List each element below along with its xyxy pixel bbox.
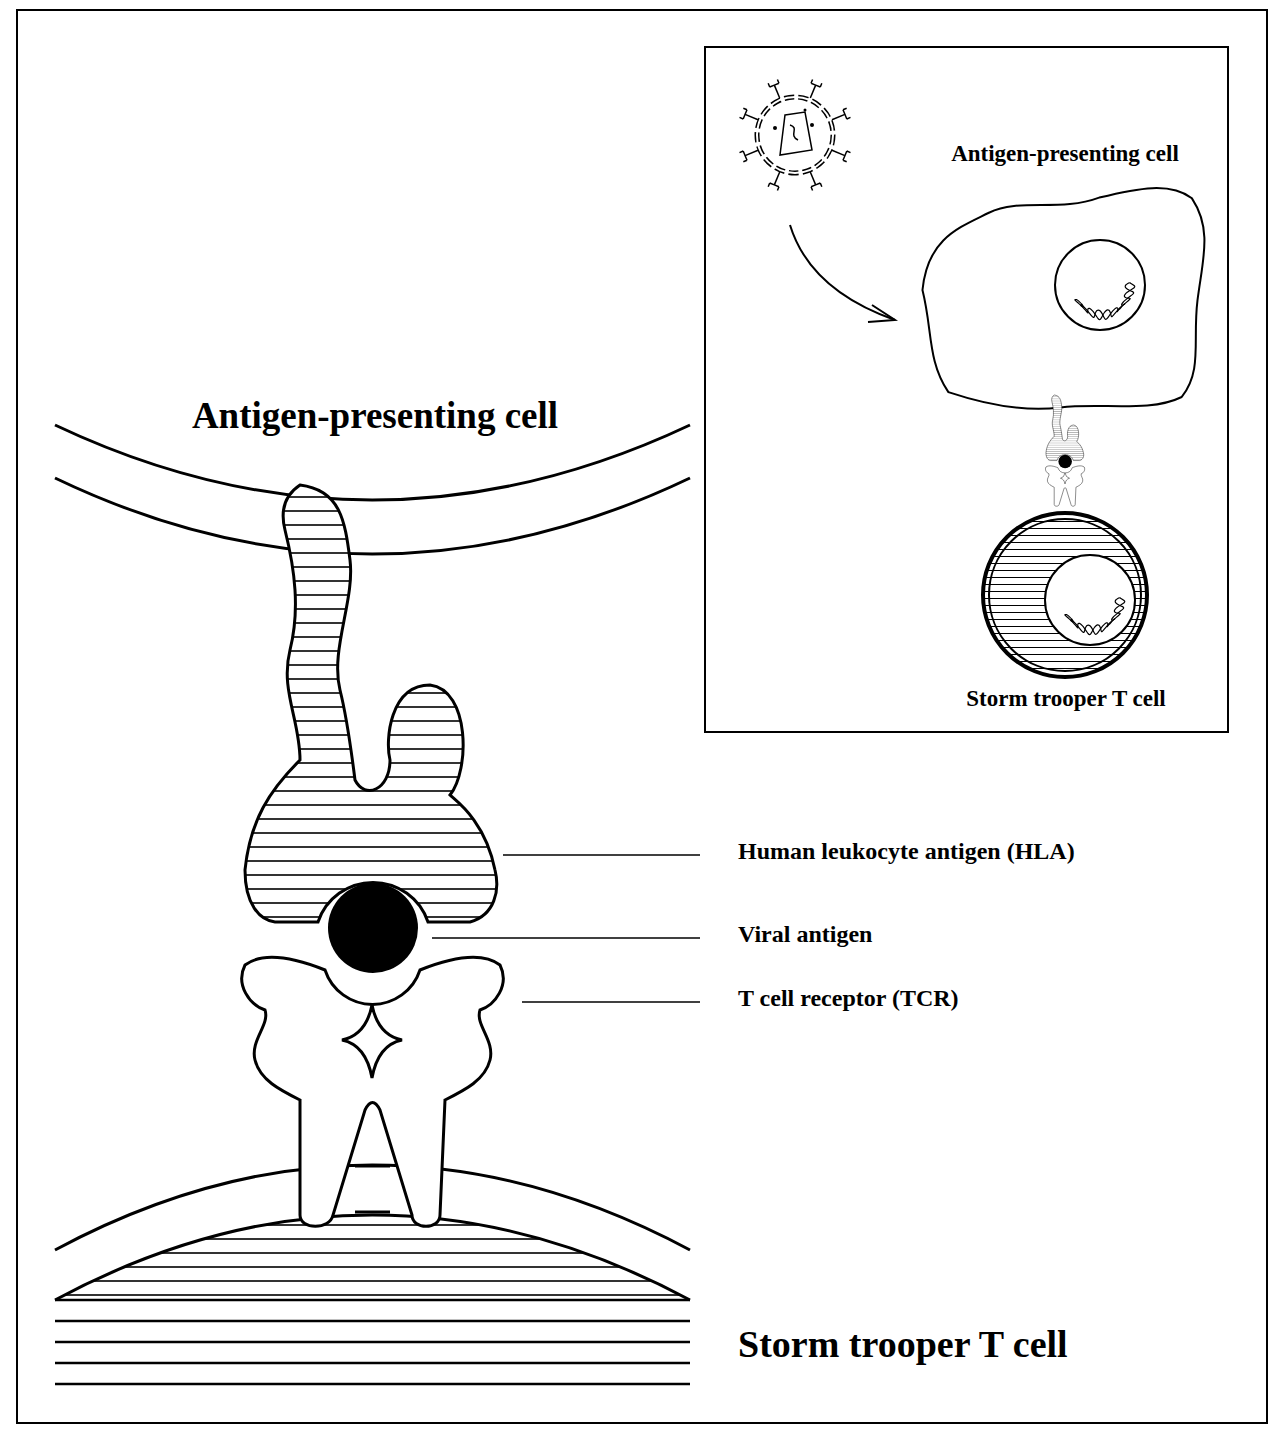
leader-lines <box>432 855 700 1002</box>
inset-frame <box>705 47 1228 732</box>
spike <box>774 172 779 185</box>
spike-head <box>740 108 748 119</box>
cell-label: Storm trooper T cell <box>738 1324 1068 1366</box>
spike-head <box>843 108 851 119</box>
dna-strand <box>1065 598 1124 635</box>
part-label: Human leukocyte antigen (HLA) <box>738 838 1075 864</box>
spike <box>745 114 758 119</box>
virus-spikes <box>740 80 851 191</box>
hla-tcr-complex <box>242 485 503 1226</box>
cell-label: Antigen-presenting cell <box>192 396 558 437</box>
t-cell-membrane <box>55 1165 690 1390</box>
inset-complex <box>1045 395 1084 506</box>
part-label: T cell receptor (TCR) <box>738 985 959 1011</box>
spike-head <box>768 183 779 191</box>
apc-membrane <box>55 425 690 554</box>
spike-head <box>768 80 779 88</box>
dna-helix <box>1065 283 1135 635</box>
spike <box>810 85 815 98</box>
spike <box>832 114 845 119</box>
spike <box>745 150 758 155</box>
spike-head <box>843 151 851 162</box>
frame <box>17 10 1267 1423</box>
part-label: Viral antigen <box>738 921 872 947</box>
dna-strand <box>1075 283 1134 320</box>
spike <box>832 150 845 155</box>
virus <box>757 97 833 173</box>
arrowhead <box>868 305 895 322</box>
spike <box>774 85 779 98</box>
inset-t-cell <box>983 513 1147 677</box>
spike-head <box>811 80 822 88</box>
uptake-arrow <box>790 225 895 320</box>
spike-head <box>811 183 822 191</box>
cell-label: Antigen-presenting cell <box>951 141 1179 166</box>
spike <box>810 172 815 185</box>
cell-label: Storm trooper T cell <box>966 686 1166 711</box>
inset-apc <box>925 191 1202 407</box>
spike-head <box>740 151 748 162</box>
